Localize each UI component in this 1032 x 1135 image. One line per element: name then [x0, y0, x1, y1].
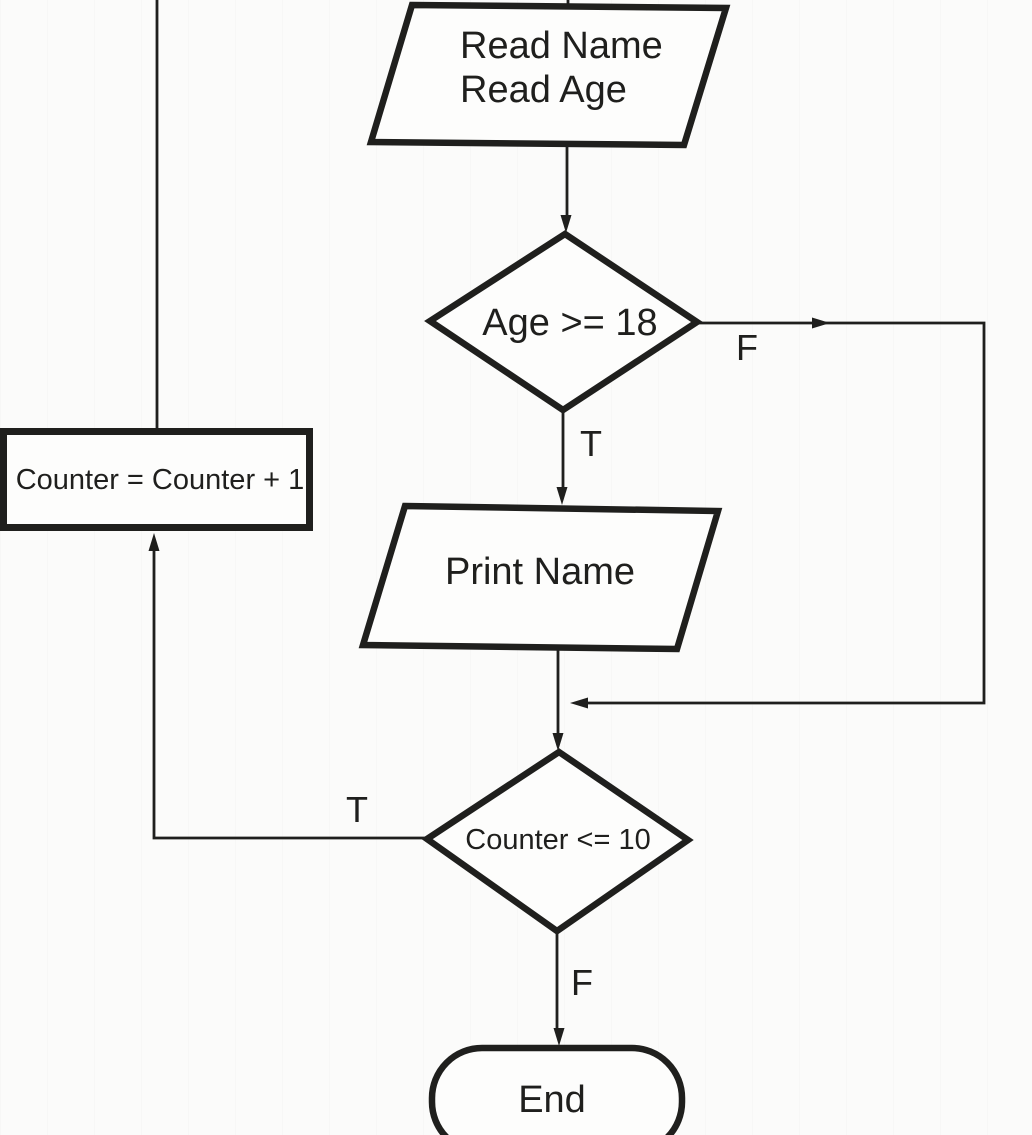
node-counter-increment: Counter = Counter + 1 — [0, 428, 313, 531]
diamond-shape — [424, 230, 703, 414]
diamond-shape — [421, 748, 694, 935]
node-print-name: Print Name — [358, 502, 723, 653]
arrowhead-down-icon — [552, 733, 564, 751]
edge-age-true: T — [556, 410, 602, 505]
node-end: End — [428, 1044, 686, 1135]
arrowhead-down-icon — [560, 215, 572, 233]
terminator-shape — [428, 1044, 686, 1135]
parallelogram-shape — [366, 1, 731, 149]
edge-line — [588, 321, 986, 705]
branch-label-false: F — [736, 327, 758, 368]
node-read-input: Read Name Read Age — [366, 1, 731, 149]
node-age-check: Age >= 18 — [424, 230, 703, 414]
edge-print-to-counter-check — [552, 649, 564, 751]
rectangle-shape — [0, 428, 313, 531]
edge-line — [152, 550, 427, 840]
arrowhead-right-icon — [812, 317, 830, 329]
edge-age-false: F — [570, 317, 986, 709]
node-label-line1: Read Name — [460, 25, 663, 67]
node-label: Counter = Counter + 1 — [16, 464, 305, 496]
node-counter-check: Counter <= 10 — [421, 748, 694, 935]
arrowhead-down-icon — [556, 487, 568, 505]
edge-counter-false: F — [553, 931, 593, 1046]
edge-counter-true: T — [148, 533, 427, 840]
node-label: End — [518, 1079, 586, 1121]
branch-label-true: T — [346, 789, 368, 830]
parallelogram-shape — [358, 502, 723, 653]
arrowhead-left-icon — [570, 697, 588, 709]
branch-label-true: T — [580, 423, 602, 464]
edge-read-to-age-check — [560, 145, 572, 233]
arrowhead-down-icon — [553, 1028, 565, 1046]
arrowhead-up-icon — [148, 533, 160, 551]
node-label-line2: Read Age — [460, 69, 627, 111]
branch-label-false: F — [571, 962, 593, 1003]
node-label: Counter <= 10 — [465, 824, 650, 856]
node-label: Print Name — [445, 551, 635, 593]
node-label: Age >= 18 — [482, 302, 657, 344]
